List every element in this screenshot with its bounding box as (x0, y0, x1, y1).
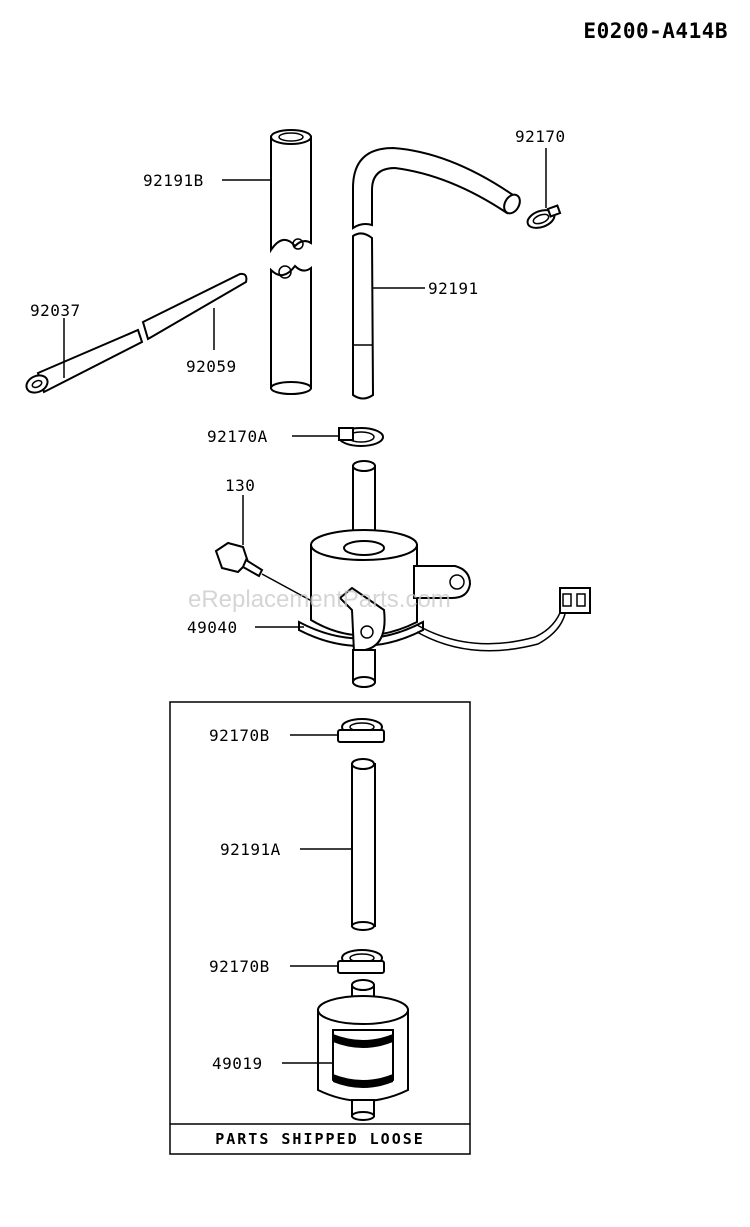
label-92191A: 92191A (220, 840, 281, 859)
part-92170-clamp (526, 204, 562, 229)
label-49019: 49019 (212, 1054, 263, 1073)
part-92191A-hose (351, 758, 376, 931)
part-92170A-clamp (338, 427, 384, 447)
label-130: 130 (225, 476, 255, 495)
label-92170A: 92170A (207, 427, 268, 446)
parts-shipped-loose-caption: PARTS SHIPPED LOOSE (215, 1130, 425, 1148)
label-92059: 92059 (186, 357, 237, 376)
label-92191B: 92191B (143, 171, 204, 190)
diagram-code: E0200-A414B (583, 19, 728, 43)
part-49019-fuel-filter (317, 979, 409, 1121)
part-92170B-bottom-clamp (337, 949, 385, 974)
label-92191: 92191 (428, 279, 479, 298)
label-92037: 92037 (30, 301, 81, 320)
part-92037-rod (25, 328, 144, 394)
part-92191B-hose (270, 129, 312, 395)
label-92170B-top: 92170B (209, 726, 270, 745)
part-92191-bent-hose (352, 146, 521, 400)
label-49040: 49040 (187, 618, 238, 637)
part-92059-rod (141, 272, 248, 341)
watermark: eReplacementParts.com (188, 586, 451, 613)
label-92170: 92170 (515, 127, 566, 146)
part-49040-fuel-pump (298, 460, 591, 688)
label-92170B-bottom: 92170B (209, 957, 270, 976)
part-92170B-top-clamp (337, 718, 385, 743)
parts-shipped-loose-box (169, 701, 471, 1155)
